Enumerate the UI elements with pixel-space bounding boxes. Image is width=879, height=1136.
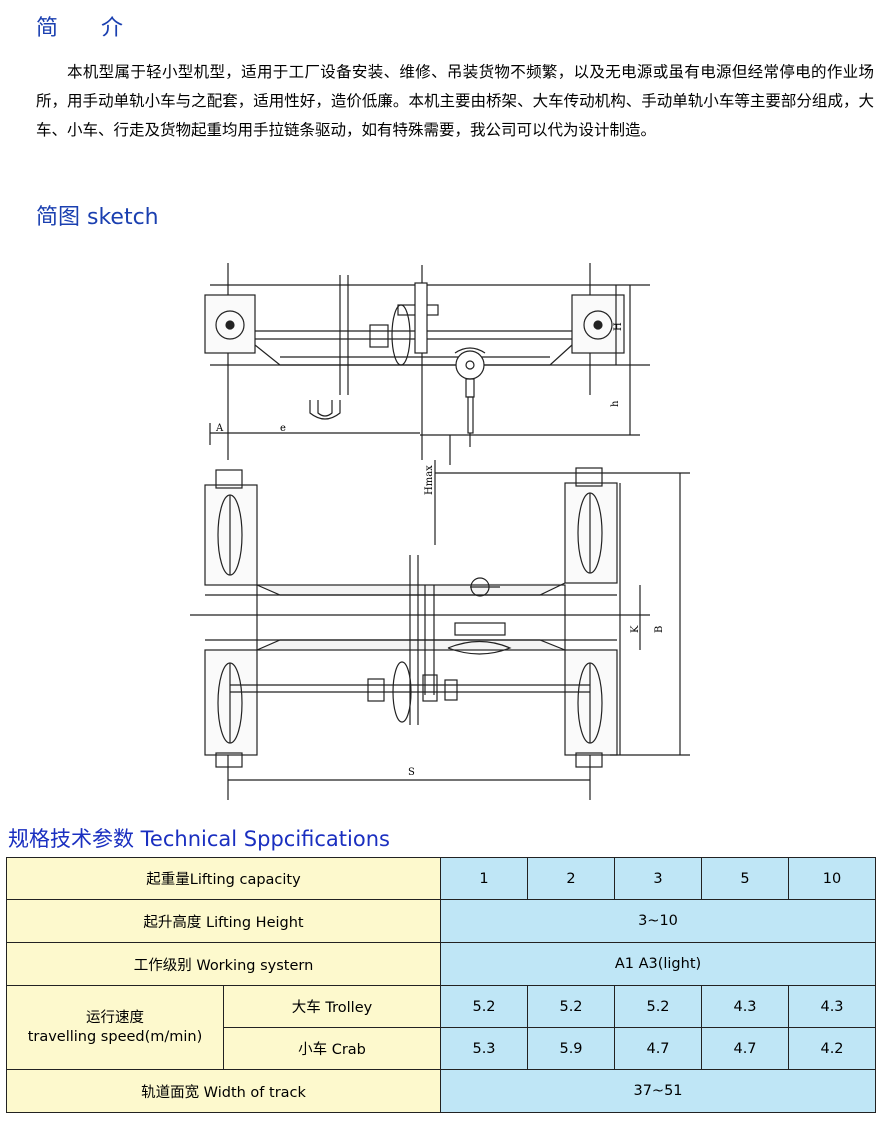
plan-view xyxy=(190,467,650,768)
class-value: A1 A3(light) xyxy=(440,942,876,986)
speed-label: 运行速度 travelling speed(m/min) xyxy=(6,985,224,1070)
dim-label-hmax: Hmax xyxy=(424,465,435,495)
intro-paragraph: 本机型属于轻小型机型，适用于工厂设备安装、维修、吊装货物不频繁，以及无电源或虽有… xyxy=(36,58,874,145)
dim-label-k: K xyxy=(630,625,641,633)
trolley-value: 5.2 xyxy=(614,985,702,1028)
crab-value: 4.7 xyxy=(614,1027,702,1070)
dim-label-e: e xyxy=(280,423,286,434)
crab-value: 4.7 xyxy=(701,1027,789,1070)
crab-value: 5.3 xyxy=(440,1027,528,1070)
track-value: 37~51 xyxy=(440,1069,876,1113)
table-row-class: 工作级别 Working systern A1 A3(light) xyxy=(6,942,876,986)
intro-text: 本机型属于轻小型机型，适用于工厂设备安装、维修、吊装货物不频繁，以及无电源或虽有… xyxy=(36,63,874,139)
capacity-value: 5 xyxy=(701,857,789,900)
crab-value: 4.2 xyxy=(788,1027,876,1070)
dim-label-s: S xyxy=(408,767,415,778)
table-row-trolley: 运行速度 travelling speed(m/min) 大车 Trolley … xyxy=(6,985,876,1070)
table-row-capacity: 起重量Lifting capacity 1 2 3 5 10 xyxy=(6,857,876,900)
track-label: 轨道面宽 Width of track xyxy=(6,1069,441,1113)
trolley-value: 5.2 xyxy=(440,985,528,1028)
capacity-label: 起重量Lifting capacity xyxy=(6,857,441,900)
trolley-label: 大车 Trolley xyxy=(223,985,441,1028)
class-label: 工作级别 Working systern xyxy=(6,942,441,986)
table-row-height: 起升高度 Lifting Height 3~10 xyxy=(6,899,876,943)
elevation-view xyxy=(204,263,650,460)
crab-value: 5.9 xyxy=(527,1027,615,1070)
table-row-track: 轨道面宽 Width of track 37~51 xyxy=(6,1069,876,1113)
speed-label-cn: 运行速度 xyxy=(86,1009,144,1026)
height-value: 3~10 xyxy=(440,899,876,943)
spec-title: 规格技术参数 Technical Sppcifications xyxy=(8,827,390,851)
trolley-value: 4.3 xyxy=(701,985,789,1028)
capacity-value: 1 xyxy=(440,857,528,900)
table-row-crab: 小车 Crab 5.3 5.9 4.7 4.7 4.2 xyxy=(7,1027,876,1070)
dim-label-a: A xyxy=(215,423,224,434)
crane-sketch-drawing: A e H h Hmax K B S xyxy=(190,263,690,800)
crab-label: 小车 Crab xyxy=(223,1027,441,1070)
intro-title: 简 介 xyxy=(36,16,141,41)
height-label: 起升高度 Lifting Height xyxy=(6,899,441,943)
capacity-value: 2 xyxy=(527,857,615,900)
sketch-title: 简图 sketch xyxy=(36,205,159,230)
speed-label-en: travelling speed(m/min) xyxy=(27,1028,203,1045)
capacity-value: 3 xyxy=(614,857,702,900)
dim-label-b: B xyxy=(654,626,665,633)
dim-label-h-upper: H xyxy=(613,322,624,331)
spec-table: 起重量Lifting capacity 1 2 3 5 10 起升高度 Lift… xyxy=(6,857,876,1113)
capacity-value: 10 xyxy=(788,857,876,900)
trolley-value: 4.3 xyxy=(788,985,876,1028)
dim-label-h-lower: h xyxy=(610,400,621,407)
trolley-value: 5.2 xyxy=(527,985,615,1028)
